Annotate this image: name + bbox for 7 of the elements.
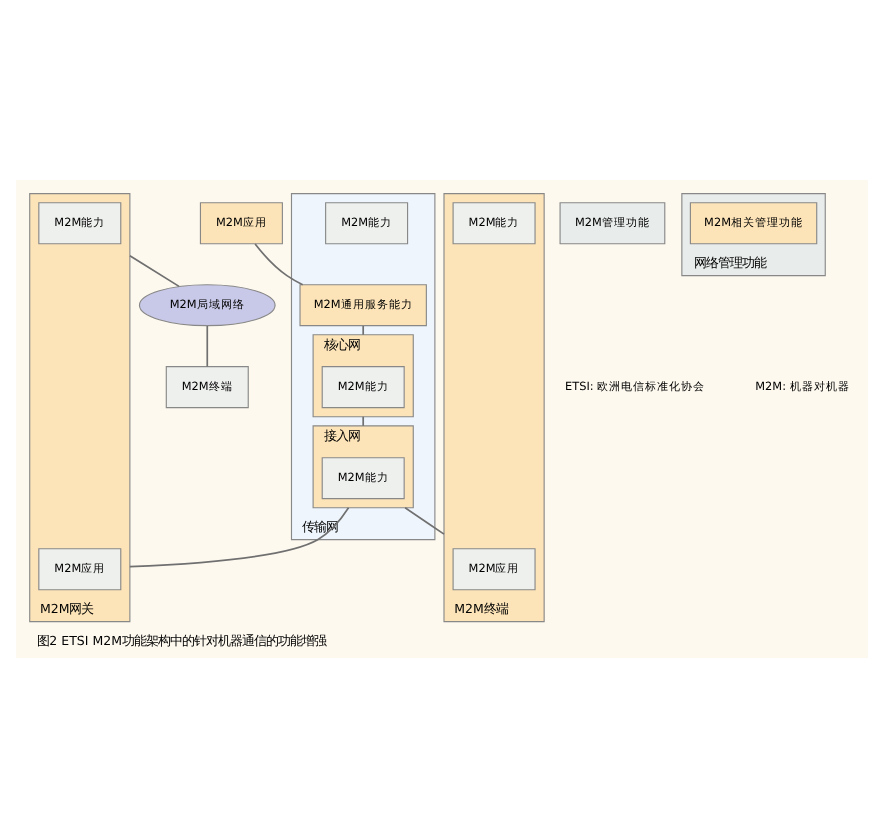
connector — [129, 506, 350, 568]
connector — [206, 325, 209, 368]
connector — [362, 325, 365, 336]
connector — [129, 254, 180, 288]
connector — [254, 243, 304, 286]
connector — [404, 506, 445, 535]
connector — [362, 415, 365, 427]
